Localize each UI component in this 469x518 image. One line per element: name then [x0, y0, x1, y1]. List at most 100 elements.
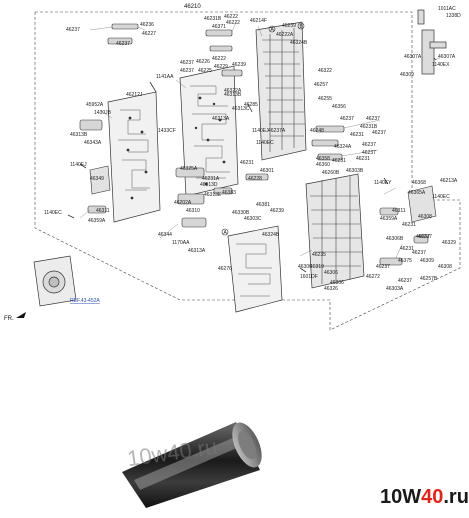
- part-label: 46202A: [174, 200, 192, 206]
- part-label: 46309: [400, 72, 414, 78]
- part-label: 46257: [314, 82, 328, 88]
- part-label: 1601DF: [300, 274, 318, 280]
- valve-body-lower: [305, 173, 365, 289]
- part-label: 46313A: [188, 248, 206, 254]
- part-label: 46365A: [408, 190, 426, 196]
- separator-plate-lower: [227, 225, 283, 313]
- part-label: 46308: [438, 264, 452, 270]
- callout-a2-label: A: [224, 230, 228, 236]
- part-label: 46226: [196, 59, 210, 65]
- part-label: 46222: [224, 14, 238, 20]
- part-label: 46371: [212, 24, 226, 30]
- part-label: 46307A: [438, 54, 456, 60]
- part-label: 1140EY: [374, 180, 392, 186]
- part-label: 46222: [226, 20, 240, 26]
- solenoid-left: [89, 165, 111, 195]
- part-label: 46237: [412, 250, 426, 256]
- part-label: 46222: [212, 56, 226, 62]
- brand-suffix: .ru: [443, 486, 469, 508]
- part-label: 46306: [330, 280, 344, 286]
- part-label: 46222A: [276, 32, 294, 38]
- brand-accent: 40: [421, 486, 444, 508]
- callout-circle: [221, 22, 305, 236]
- leader-lines: [79, 21, 441, 259]
- callout-a-label: A: [271, 27, 275, 33]
- part-label: 46383: [222, 190, 236, 196]
- part-label: 46248: [310, 128, 324, 134]
- part-label: 1140EJ: [70, 162, 87, 168]
- spool-highlight: [134, 434, 246, 490]
- part-label: 46325A: [180, 166, 198, 172]
- part-label: 46343A: [84, 140, 102, 146]
- part-label: 1338D: [446, 13, 461, 19]
- part-label: 46227: [142, 31, 156, 37]
- part-label: 46214F: [250, 18, 267, 24]
- part-label: 1430JB: [94, 110, 112, 116]
- part-label: 46301: [260, 168, 274, 174]
- part-label: 46303A: [386, 286, 404, 292]
- detent-bracket-right: [407, 185, 437, 223]
- part-label: 46313B: [224, 92, 242, 98]
- part-label: 46235: [312, 252, 326, 258]
- part-label: 46237: [340, 116, 354, 122]
- part-label: 46237: [376, 264, 390, 270]
- part-label: 46311: [392, 208, 406, 214]
- part-label: 46322: [318, 68, 332, 74]
- valve-body-plate-left: [107, 65, 239, 223]
- part-label: 46326: [324, 286, 338, 292]
- part-label: 46239: [282, 23, 296, 29]
- part-label: 46276: [218, 266, 232, 272]
- part-label: 46237: [416, 234, 430, 240]
- part-label: 46229: [214, 64, 228, 70]
- part-label: 46237: [66, 27, 80, 33]
- part-label: 46303B: [346, 168, 364, 174]
- part-label: 46231: [402, 222, 416, 228]
- diagram-frame: [34, 11, 461, 331]
- part-label: 46237: [398, 278, 412, 284]
- part-label: 46324B: [290, 40, 308, 46]
- part-label: 46237: [418, 234, 432, 240]
- part-label: 46237: [372, 130, 386, 136]
- part-label: 46368: [412, 180, 426, 186]
- part-label: 46228: [248, 176, 262, 182]
- part-label: 46309: [420, 258, 434, 264]
- part-label: 46313D: [200, 182, 218, 188]
- brand-logo: 10W40.ru: [380, 486, 469, 509]
- part-label: 46313B: [70, 132, 88, 138]
- part-label: 46324A: [334, 144, 352, 150]
- part-label: 1140EC: [256, 140, 274, 146]
- front-arrow-icon: [16, 312, 26, 318]
- part-label: 46239: [232, 62, 246, 68]
- part-label: 46330B: [232, 210, 250, 216]
- part-label: 46260B: [322, 170, 340, 176]
- part-label: 46231B: [360, 124, 378, 130]
- spool-parts: [79, 23, 429, 266]
- part-label: 46231B: [204, 16, 222, 22]
- parts-exploded-diagram: 46210: [4, 4, 461, 331]
- brand-main: 10W: [380, 486, 422, 508]
- part-label: 46237: [362, 142, 376, 148]
- part-label: 46236: [140, 22, 154, 28]
- part-label: 46358: [316, 156, 330, 162]
- part-label: 46272: [366, 274, 380, 280]
- part-label: 46307A: [404, 54, 422, 60]
- reference-link[interactable]: REF.43-452A: [70, 298, 100, 304]
- part-label: 46322A: [224, 88, 242, 94]
- part-label: 1140EJ: [252, 128, 269, 134]
- part-label: 46360: [316, 162, 330, 168]
- part-label: 45952A: [86, 102, 104, 108]
- part-label: 46303C: [244, 216, 262, 222]
- part-label: 46306B: [386, 236, 404, 242]
- part-label: 46231: [350, 132, 364, 138]
- part-label: 46308: [418, 214, 432, 220]
- part-label: 46237: [180, 60, 194, 66]
- part-label: 46356: [332, 104, 346, 110]
- part-label: 46306: [298, 264, 312, 270]
- part-label: 46231A: [202, 176, 220, 182]
- part-label: 46359A: [88, 218, 106, 224]
- part-label: 46237A: [268, 128, 286, 134]
- part-label: 46213A: [440, 178, 458, 184]
- part-label: 46310: [186, 208, 200, 214]
- part-label: 46225: [198, 68, 212, 74]
- top-ref-label: 46210: [184, 4, 201, 10]
